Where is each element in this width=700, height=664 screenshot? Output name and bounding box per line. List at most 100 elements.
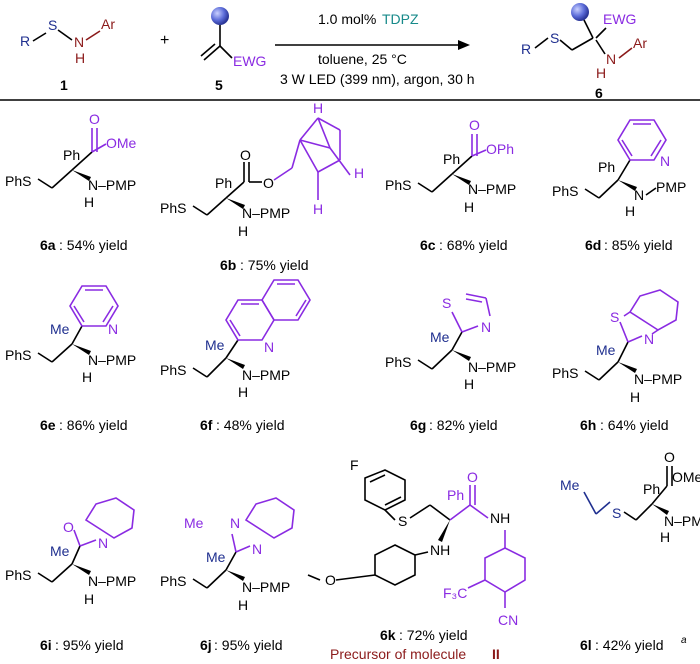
compound-id: 6e (40, 417, 56, 433)
phenyl-group: Ph (643, 481, 660, 497)
n-pmp-group: N–PMP (664, 513, 700, 529)
compound-6f: PhS Me N–PMP H N 6f : 48% yield (160, 279, 311, 433)
compound-6e: PhS Me N–PMP H N 6e : 86% yield (5, 285, 136, 433)
compound-yield: : 48% yield (216, 417, 284, 433)
compound-yield: : 64% yield (600, 417, 668, 433)
bridgehead-hydrogen-top: H (313, 100, 323, 116)
reagent-5: EWG 5 (200, 7, 266, 93)
nh-hydrogen: H (84, 194, 94, 210)
compound-id: 6i (40, 637, 52, 653)
imidazole-nitrogen-3: N (252, 541, 262, 557)
phs-group: PhS (385, 354, 411, 370)
phs-group: PhS (160, 573, 186, 589)
methyl-group: Me (560, 477, 580, 493)
methyl-group: Me (205, 337, 225, 353)
thioether-sulfur: S (398, 513, 407, 529)
nh-hydrogen: H (630, 389, 640, 405)
product-6: EWG S R N H Ar 6 (521, 3, 647, 101)
n-pmp-group: N–PMP (88, 352, 136, 368)
compound-yield: : 86% yield (59, 417, 127, 433)
compound-id: 6k (380, 627, 396, 643)
product-6-label: 6 (595, 85, 603, 101)
reagent-1: R S N H Ar 1 (20, 16, 115, 93)
product-sulfur: S (550, 30, 559, 46)
amine-nitrogen: N (634, 187, 644, 203)
nh-hydrogen: H (238, 597, 248, 613)
product-r: R (521, 41, 531, 57)
arrow-head-icon (458, 40, 470, 50)
compound-yield: : 95% yield (55, 637, 123, 653)
product-nitrogen: N (606, 51, 616, 67)
nh-hydrogen: H (84, 591, 94, 607)
precursor-note: Precursor of molecule (330, 646, 466, 662)
pmp-group: PMP (656, 179, 686, 195)
fluorine-atom: F (350, 457, 359, 473)
n-pmp-group: N–PMP (242, 205, 290, 221)
n-pmp-group: N–PMP (634, 371, 682, 387)
compound-yield: : 54% yield (59, 237, 127, 253)
product-ewg: EWG (603, 11, 636, 27)
benzothiazole-nitrogen: N (644, 331, 654, 347)
phenyl-group: Ph (63, 147, 80, 163)
solvent-temperature: toluene, 25 °C (318, 51, 407, 67)
compound-id: 6h (580, 417, 596, 433)
trifluoromethyl-group: F₃C (443, 585, 467, 601)
compound-id: 6f (200, 417, 213, 433)
nh-hydrogen: H (82, 369, 92, 385)
nh-hydrogen: H (464, 199, 474, 215)
methyl-group: Me (430, 329, 450, 345)
aniline-nh: NH (430, 542, 450, 558)
imidazole-nitrogen-1: N (230, 515, 240, 531)
methoxy-group: OMe (106, 135, 137, 151)
compound-id: 6g (410, 417, 426, 433)
phenyl-group: Ph (598, 159, 615, 175)
catalyst-loading: 1.0 mol% (318, 11, 376, 27)
carbonyl-oxygen: O (240, 147, 251, 163)
phs-group: PhS (552, 365, 578, 381)
compound-6a: PhS Ph O OMe N–PMP H 6a : 54% yield (5, 111, 137, 253)
n-pmp-group: N–PMP (88, 177, 136, 193)
pyridine-nitrogen: N (108, 321, 118, 337)
plus-sign: + (160, 32, 169, 49)
r-group: R (20, 33, 30, 49)
methyl-group: Me (206, 549, 226, 565)
nh-hydrogen: H (238, 223, 248, 239)
benzoxazole-nitrogen: N (98, 535, 108, 551)
compound-id: 6l (580, 637, 592, 653)
amide-oxygen: O (467, 469, 478, 485)
n-pmp-group: N–PMP (468, 181, 516, 197)
nitrile-group: CN (498, 612, 518, 628)
nh-hydrogen: H (238, 384, 248, 400)
n-pmp-group: N–PMP (88, 573, 136, 589)
phs-group: PhS (5, 173, 31, 189)
methoxy-group: OMe (672, 469, 700, 485)
compound-6g: PhS Me N–PMP H S N 6g : 82% yield (385, 293, 516, 433)
phs-group: PhS (5, 347, 31, 363)
compound-6i: PhS Me N–PMP H O N 6i : 95% yield (5, 497, 136, 653)
compound-6j: PhS Me N–PMP H Me N N 6j : 95% yield (160, 497, 295, 653)
product-aryl: Ar (633, 35, 647, 51)
phenyl-group: Ph (447, 487, 464, 503)
thiazole-nitrogen: N (481, 319, 491, 335)
n-pmp-group: N–PMP (242, 579, 290, 595)
product-sphere-icon (571, 3, 589, 21)
benzoxazole-oxygen: O (63, 519, 74, 535)
phs-group: PhS (160, 200, 186, 216)
thiazole-sulfur: S (442, 295, 451, 311)
compound-6b: PhS Ph O O H H H N–PMP H 6b : 75% yield (160, 100, 364, 273)
hydrogen-atom: H (75, 50, 85, 66)
aryl-group: Ar (101, 16, 115, 32)
compound-yield: : 68% yield (439, 237, 507, 253)
compound-id: 6a (40, 237, 56, 253)
compound-yield: : 85% yield (604, 237, 672, 253)
nh-hydrogen: H (464, 376, 474, 392)
reaction-arrow: 1.0 mol% TDPZ toluene, 25 °C 3 W LED (39… (275, 11, 475, 87)
compound-6k: F S Ph O NH NH O F₃C CN 6k : 72% yield P… (307, 457, 526, 662)
bridgehead-hydrogen-bottom: H (313, 201, 323, 217)
compound-6l: Me S Ph O OMe N–PMP H 6l : 42% yield a (560, 449, 700, 653)
methyl-group: Me (50, 543, 70, 559)
ester-oxygen: O (263, 175, 274, 191)
compound-yield: : 75% yield (240, 257, 308, 273)
